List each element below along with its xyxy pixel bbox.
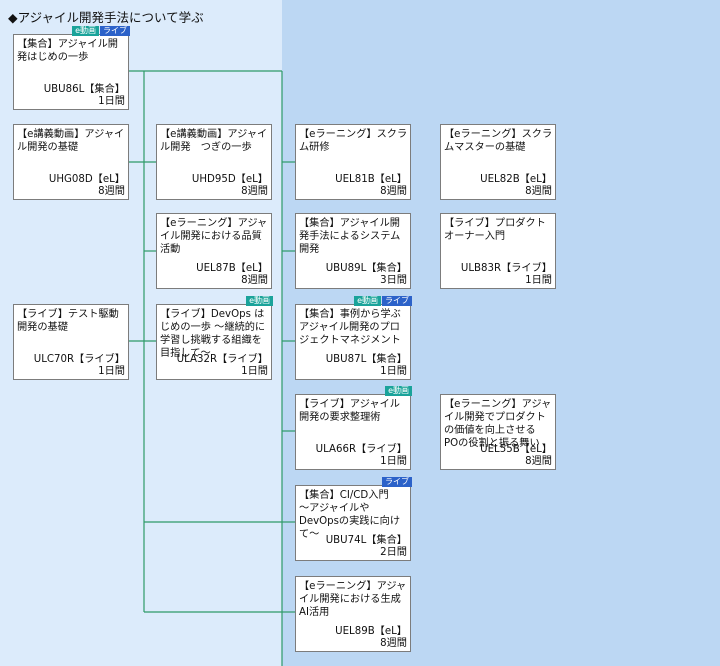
e-video-badge: e動画 [246,296,273,306]
course-card-ulc70r[interactable]: 【ライブ】テスト駆動開発の基礎 ULC70R【ライブ】 1日間 [13,304,129,380]
course-duration: 1日間 [380,456,407,467]
course-duration: 1日間 [380,366,407,377]
page-title: ◆アジャイル開発手法について学ぶ [8,10,204,25]
course-code: UHD95D【eL】 [191,174,268,185]
course-duration: 8週間 [525,456,552,467]
course-duration: 1日間 [98,96,125,107]
course-code: UEL81B【eL】 [335,174,407,185]
course-card-ubu87l[interactable]: 【集合】事例から学ぶ アジャイル開発のプロジェクトマネジメント UBU87L【集… [295,296,412,380]
course-title: 【eラーニング】スクラムマスターの基礎 [444,129,553,153]
course-duration: 8週間 [98,186,125,197]
course-card-ulb83r[interactable]: 【ライブ】プロダクトオーナー入門 ULB83R【ライブ】 1日間 [440,213,556,289]
course-title: 【集合】事例から学ぶ アジャイル開発のプロジェクトマネジメント [299,309,412,346]
course-card-uel55b[interactable]: 【eラーニング】アジャイル開発でプロダクトの価値を向上させる POの役割と振る舞… [440,394,556,470]
course-code: UBU86L【集合】 [43,84,125,95]
course-card-uel89b[interactable]: 【eラーニング】アジャイル開発における生成AI活用 UEL89B【eL】 8週間 [295,576,411,652]
course-title: 【ライブ】DevOps はじめの一歩 ～継続的に学習し挑戦する組織を目指して～ [160,309,266,359]
course-card-ubu89l[interactable]: 【集合】アジャイル開発手法によるシステム開発 UBU89L【集合】 3日間 [295,213,411,289]
course-duration: 8週間 [241,186,268,197]
e-video-badge: e動画 [354,296,381,306]
course-code: UEL55B【eL】 [480,444,552,455]
course-title: 【eラーニング】アジャイル開発における品質活動 [160,218,268,255]
e-video-badge: e動画 [72,26,99,36]
course-card-ula66r[interactable]: 【ライブ】アジャイル開発の要求整理術 ULA66R【ライブ】 1日間 e動画 [295,386,412,470]
live-badge: ライブ [382,477,412,487]
course-title: 【ライブ】プロダクトオーナー入門 [444,218,546,242]
course-card-uel81b[interactable]: 【eラーニング】スクラム研修 UEL81B【eL】 8週間 [295,124,411,200]
course-code: UEL87B【eL】 [196,263,268,274]
course-duration: 3日間 [380,275,407,286]
course-card-uhd95d[interactable]: 【e講義動画】アジャイル開発 つぎの一歩 UHD95D【eL】 8週間 [156,124,272,200]
course-code: UEL89B【eL】 [335,626,407,637]
live-badge: ライブ [100,26,130,36]
course-duration: 8週間 [241,275,268,286]
live-badge: ライブ [382,296,412,306]
course-title: 【eラーニング】アジャイル開発でプロダクトの価値を向上させる POの役割と振る舞… [444,399,552,449]
course-card-uel87b[interactable]: 【eラーニング】アジャイル開発における品質活動 UEL87B【eL】 8週間 [156,213,272,289]
course-code: ULA66R【ライブ】 [315,444,407,455]
course-code: ULA32R【ライブ】 [176,354,268,365]
course-duration: 8週間 [525,186,552,197]
course-code: UBU89L【集合】 [325,263,407,274]
course-code: UEL82B【eL】 [480,174,552,185]
course-title: 【eラーニング】スクラム研修 [299,129,408,153]
course-title: 【eラーニング】アジャイル開発における生成AI活用 [299,581,407,618]
course-card-ubu74l[interactable]: 【集合】CI/CD入門 ～アジャイルやDevOpsの実践に向けて～ UBU74L… [295,477,412,561]
course-code: UHG08D【eL】 [48,174,125,185]
course-duration: 1日間 [98,366,125,377]
course-code: ULB83R【ライブ】 [460,263,552,274]
course-duration: 8週間 [380,638,407,649]
course-title: 【集合】アジャイル開発手法によるシステム開発 [299,218,401,255]
course-title: 【ライブ】テスト駆動開発の基礎 [17,309,119,333]
course-title: 【集合】CI/CD入門 ～アジャイルやDevOpsの実践に向けて～ [299,490,401,540]
course-card-ubu86l[interactable]: 【集合】アジャイル開発はじめの一歩 UBU86L【集合】 1日間 e動画 ライブ [13,26,130,110]
course-duration: 1日間 [241,366,268,377]
course-duration: 1日間 [525,275,552,286]
course-duration: 8週間 [380,186,407,197]
course-title: 【集合】アジャイル開発はじめの一歩 [17,39,118,63]
course-card-uel82b[interactable]: 【eラーニング】スクラムマスターの基礎 UEL82B【eL】 8週間 [440,124,556,200]
course-title: 【e講義動画】アジャイル開発の基礎 [17,129,125,153]
course-title: 【e講義動画】アジャイル開発 つぎの一歩 [160,129,268,153]
course-card-uhg08d[interactable]: 【e講義動画】アジャイル開発の基礎 UHG08D【eL】 8週間 [13,124,129,200]
course-title: 【ライブ】アジャイル開発の要求整理術 [299,399,400,423]
course-code: UBU74L【集合】 [325,535,407,546]
course-code: ULC70R【ライブ】 [33,354,125,365]
course-duration: 2日間 [380,547,407,558]
e-video-badge: e動画 [385,386,412,396]
course-code: UBU87L【集合】 [325,354,407,365]
course-card-ula32r[interactable]: 【ライブ】DevOps はじめの一歩 ～継続的に学習し挑戦する組織を目指して～ … [156,296,273,380]
